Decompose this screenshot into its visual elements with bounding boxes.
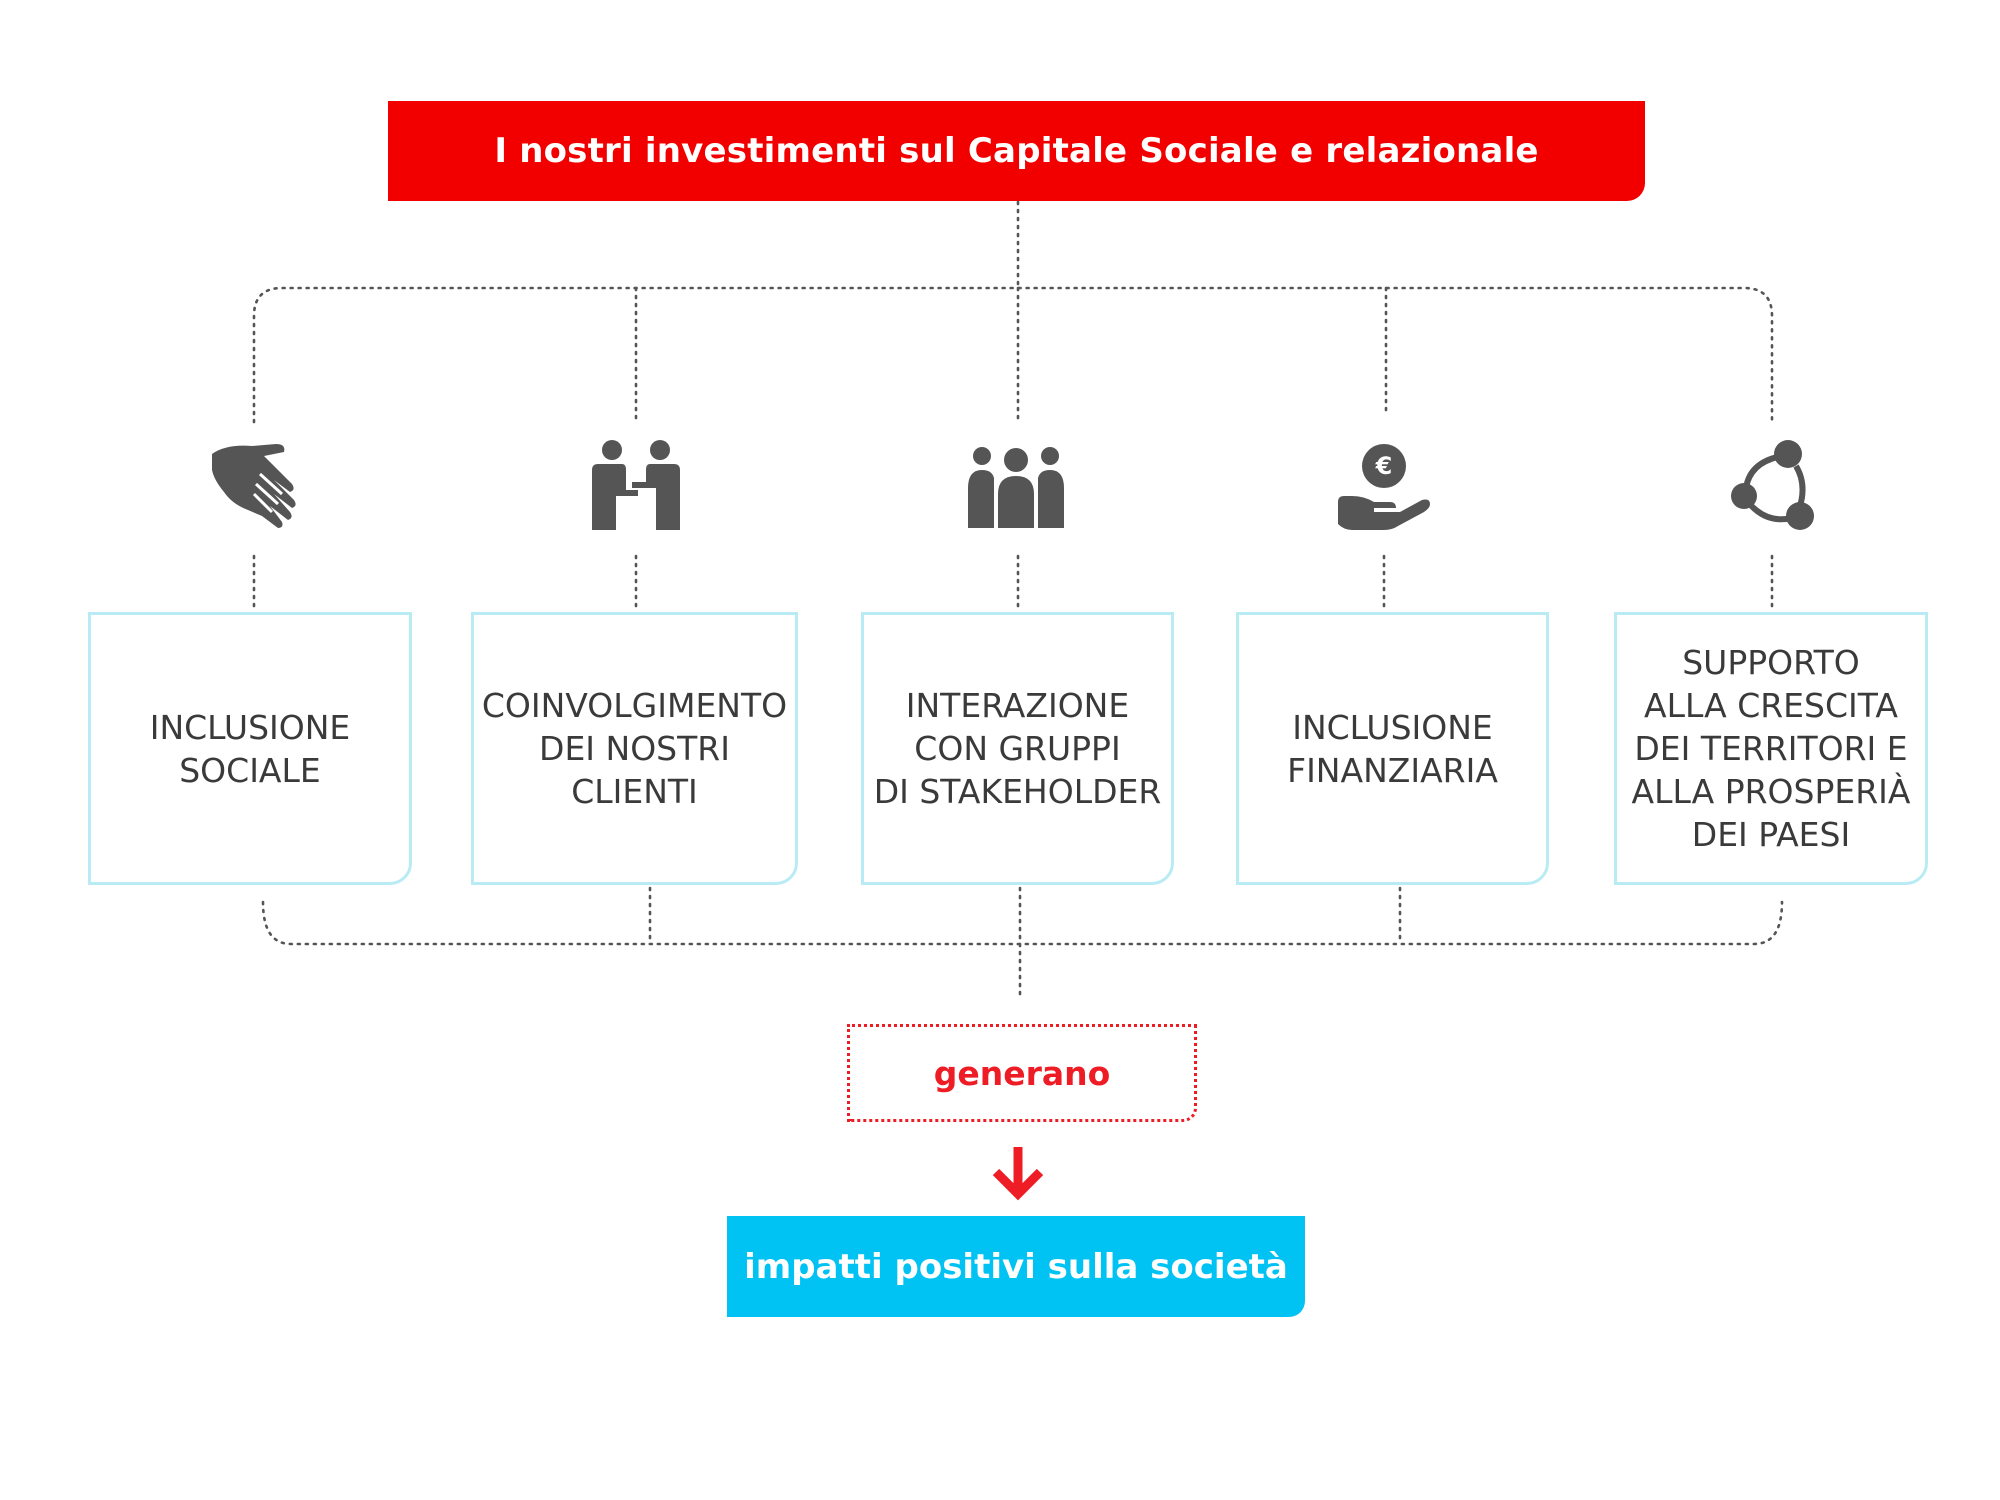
card-label: INCLUSIONE SOCIALE — [149, 707, 351, 790]
generano-label: generano — [847, 1024, 1197, 1122]
card-inclusione-sociale: INCLUSIONE SOCIALE — [88, 612, 412, 885]
handshake-people-icon — [592, 440, 680, 530]
card-label: COINVOLGIMENTO DEI NOSTRI CLIENTI — [481, 686, 788, 811]
group-people-icon — [968, 447, 1064, 528]
card-label: SUPPORTO ALLA CRESCITA DEI TERRITORI E A… — [1631, 643, 1911, 854]
svg-text:€: € — [1375, 452, 1393, 480]
card-interazione-stakeholder: INTERAZIONE CON GRUPPI DI STAKEHOLDER — [861, 612, 1174, 885]
connector-top-bracket — [252, 286, 1774, 424]
connector-bottom-bracket — [261, 900, 1784, 946]
card-supporto-territori: SUPPORTO ALLA CRESCITA DEI TERRITORI E A… — [1614, 612, 1928, 885]
impact-result: impatti positivi sulla società — [727, 1216, 1305, 1317]
card-inclusione-finanziaria: INCLUSIONE FINANZIARIA — [1236, 612, 1549, 885]
hand-icon — [212, 444, 296, 528]
euro-coin-hand-icon: € — [1338, 444, 1430, 530]
header-title: I nostri investimenti sul Capitale Socia… — [388, 101, 1645, 201]
card-coinvolgimento-clienti: COINVOLGIMENTO DEI NOSTRI CLIENTI — [471, 612, 798, 885]
network-nodes-icon — [1731, 440, 1814, 530]
card-label: INCLUSIONE FINANZIARIA — [1287, 707, 1498, 790]
card-label: INTERAZIONE CON GRUPPI DI STAKEHOLDER — [873, 686, 1162, 811]
arrow-down-icon — [992, 1147, 1044, 1201]
